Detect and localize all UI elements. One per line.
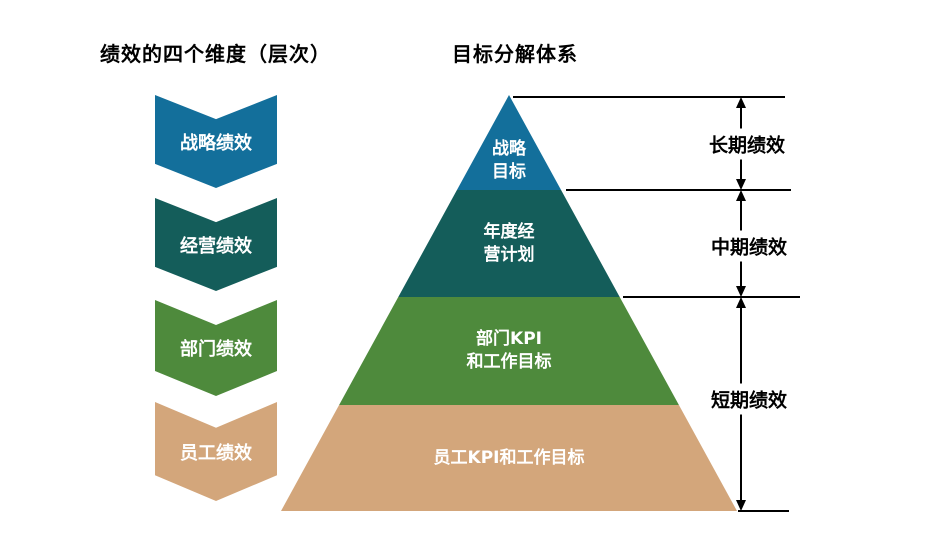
right-section-title: 目标分解体系 [452,42,578,66]
pyramid-layer-strategic-goals: 战略 目标 [281,95,737,190]
pyramid-layer-department-kpi: 部门KPI 和工作目标 [281,297,737,405]
chevron-label: 经营绩效 [180,235,252,257]
arrowhead-down-icon [736,179,746,190]
chevron-department-performance: 部门绩效 [155,300,277,396]
layer-label-line: 营计划 [483,244,535,265]
duration-label-mid-term: 中期绩效 [706,230,792,262]
pyramid-layer-employee-kpi: 员工KPI和工作目标 [281,405,737,511]
arrowhead-up-icon [736,97,746,108]
layer-label-line: 员工KPI和工作目标 [433,447,585,468]
chevron-label: 员工绩效 [180,442,252,464]
arrowhead-down-icon [736,500,746,511]
chevron-label: 部门绩效 [180,339,252,360]
pyramid-layer-annual-plan: 年度经 营计划 [281,190,737,297]
layer-label-line: 部门KPI [476,329,542,350]
goal-pyramid: 战略 目标 年度经 营计划 部门KPI 和工作目标 员工KPI和工作目标 [281,95,737,511]
duration-label-long-term: 长期绩效 [704,128,790,160]
layer-label-line: 目标 [492,162,526,183]
layer-label-line: 年度经 [483,221,535,242]
arrowhead-up-icon [736,190,746,201]
chevron-employee-performance: 员工绩效 [155,402,277,501]
left-section-title: 绩效的四个维度（层次） [100,42,331,66]
chevron-label: 战略绩效 [180,132,252,154]
arrowhead-down-icon [736,286,746,297]
arrowhead-up-icon [736,297,746,308]
chevron-strategic-performance: 战略绩效 [155,95,277,188]
layer-label-line: 和工作目标 [466,352,552,372]
chevron-business-performance: 经营绩效 [155,198,277,291]
duration-label-short-term: 短期绩效 [706,383,792,415]
layer-label-line: 战略 [492,139,526,160]
